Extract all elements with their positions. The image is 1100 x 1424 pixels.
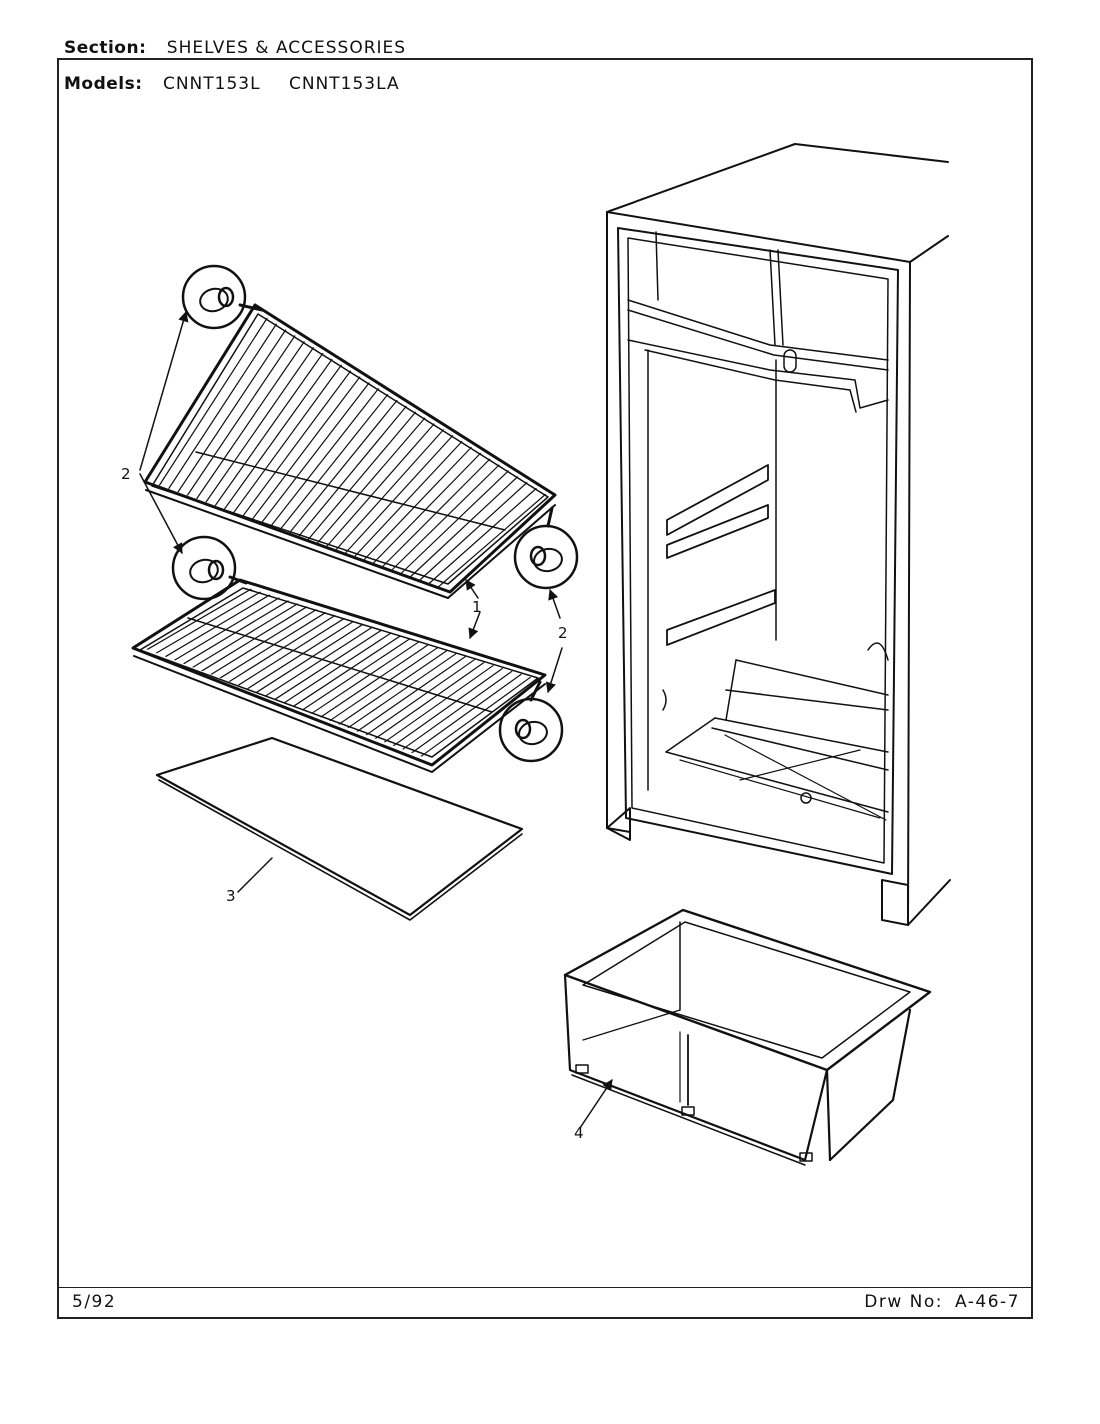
glass-shelf-cover [155, 736, 524, 921]
section-label: Section: [64, 38, 147, 58]
end-cap-detail [498, 697, 564, 763]
models-heading: Models: CNNT153L CNNT153LA [64, 74, 422, 94]
callout-number: 2 [558, 624, 568, 642]
drawing-number: A-46-7 [955, 1292, 1020, 1312]
drawing-frame [57, 58, 1033, 1319]
footer-divider [57, 1287, 1033, 1288]
wire-shelf-upper [143, 303, 557, 599]
end-cap-detail [171, 535, 237, 601]
wire-shelf-lower [131, 578, 547, 773]
callout-number: 4 [574, 1124, 584, 1142]
drawing-number-block: Drw No: A-46-7 [864, 1292, 1020, 1312]
callout-number: 2 [121, 465, 131, 483]
models-label: Models: [64, 74, 143, 94]
leader-lines [139, 310, 613, 1129]
section-value: SHELVES & ACCESSORIES [166, 38, 407, 58]
revision-date: 5/92 [72, 1292, 117, 1312]
model-number: CNNT153L [162, 74, 261, 94]
refrigerator-cabinet [606, 143, 951, 926]
callout-number: 1 [472, 598, 482, 616]
end-cap-detail [181, 264, 247, 330]
end-cap-detail [513, 524, 579, 590]
model-number: CNNT153LA [288, 74, 400, 94]
section-heading: Section: SHELVES & ACCESSORIES [64, 38, 406, 58]
callout-number: 3 [226, 887, 236, 905]
drawing-number-label: Drw No: [864, 1292, 944, 1312]
crisper-pan [563, 908, 932, 1166]
